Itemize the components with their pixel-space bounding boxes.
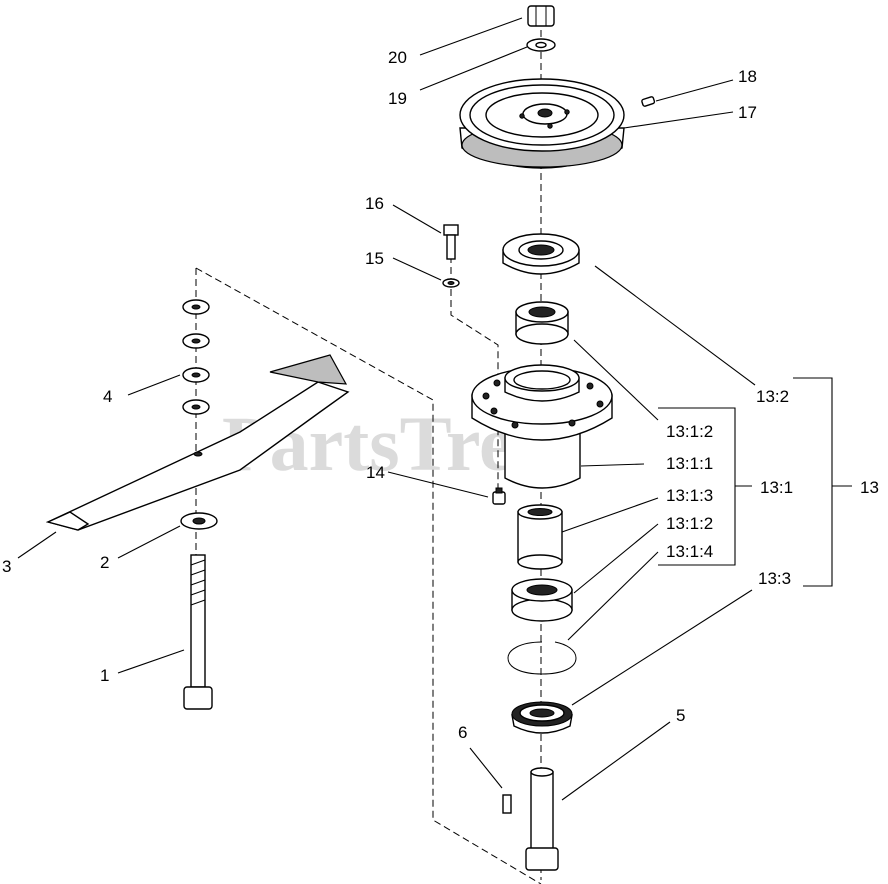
- callout-3: 3: [2, 557, 11, 576]
- key-part-6: [502, 794, 512, 814]
- snap-ring-13-1-4: [507, 641, 577, 675]
- callout-13-2: 13:2: [756, 387, 789, 406]
- leader-lines: [17, 17, 852, 801]
- bearing-lower-13-1-2: [511, 578, 573, 622]
- callout-16: 16: [365, 194, 384, 213]
- seal-lower-13-3: [511, 701, 573, 734]
- blade-part-3: [45, 354, 350, 531]
- callout-13: 13: [860, 478, 879, 497]
- callout-20: 20: [388, 48, 407, 67]
- callout-15: 15: [365, 249, 384, 268]
- spacers-part-4: [182, 299, 210, 415]
- bolt-part-1: [183, 554, 213, 710]
- callout-13-1-2a: 13:1:2: [666, 422, 713, 441]
- seal-part-13-2: [502, 233, 580, 275]
- callout-13-1-1: 13:1:1: [666, 454, 713, 473]
- washer-part-19: [526, 38, 556, 52]
- washer-part-15: [442, 278, 460, 288]
- spindle-housing-13-1-1: [471, 364, 613, 489]
- callout-6: 6: [458, 723, 467, 742]
- callout-18: 18: [738, 67, 757, 86]
- callout-5: 5: [676, 706, 685, 725]
- callout-19: 19: [388, 89, 407, 108]
- callout-1: 1: [100, 666, 109, 685]
- spacer-13-1-3: [517, 504, 563, 570]
- shaft-part-5: [525, 767, 559, 871]
- callout-17: 17: [738, 103, 757, 122]
- washer-part-2: [180, 512, 218, 530]
- callout-2: 2: [100, 553, 109, 572]
- callout-14: 14: [366, 463, 385, 482]
- set-screw-part-18: [641, 96, 656, 107]
- callout-13-1-2b: 13:1:2: [666, 514, 713, 533]
- callout-13-1: 13:1: [760, 478, 793, 497]
- bearing-upper-13-1-2: [515, 301, 569, 345]
- callout-13-3: 13:3: [758, 569, 791, 588]
- callout-13-1-3: 13:1:3: [666, 486, 713, 505]
- bolt-part-16: [443, 224, 459, 260]
- pulley-part-17: [459, 78, 625, 169]
- grease-fitting-part-14: [492, 487, 506, 505]
- callout-13-1-4: 13:1:4: [666, 542, 713, 561]
- nut-part-20: [527, 5, 555, 27]
- callout-labels: 20 19 18 17 16 15 4 3 2 1 14 5 6 13:2 13…: [2, 48, 879, 742]
- callout-4: 4: [103, 387, 112, 406]
